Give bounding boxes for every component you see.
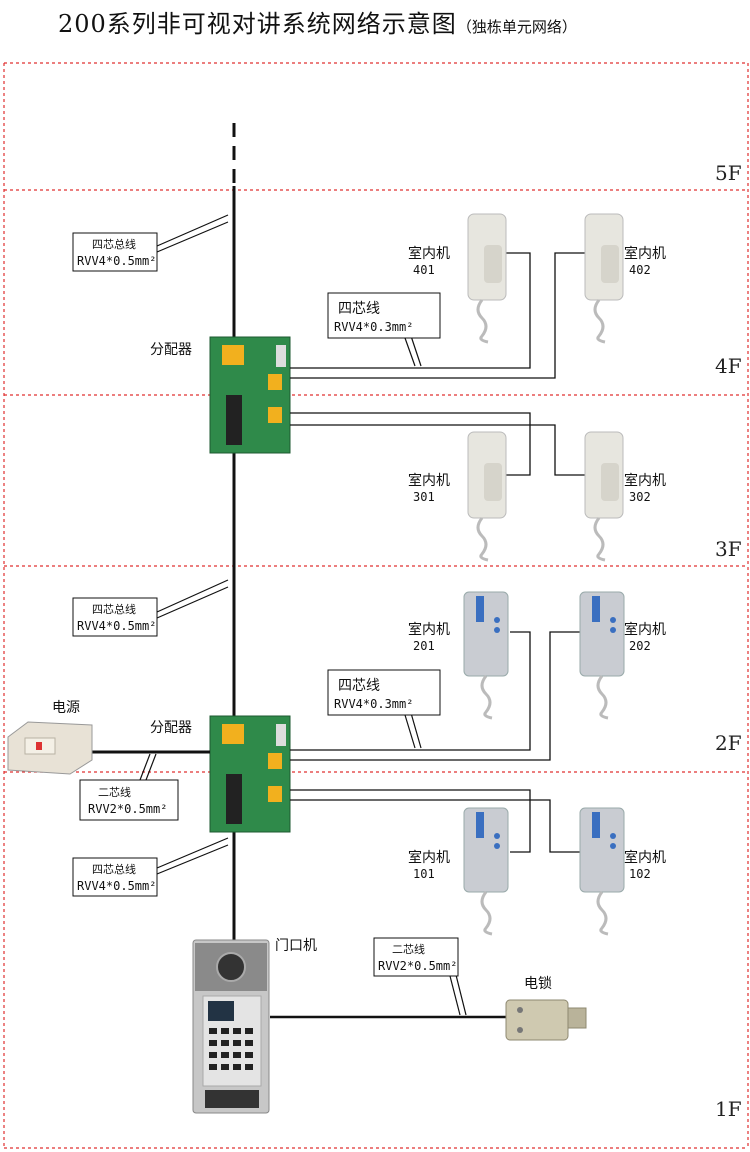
wire-302 [290, 424, 585, 476]
relay-4f-c [268, 407, 282, 423]
chip-4f [226, 395, 242, 445]
callout-power: 二芯线 RVV2*0.5mm² [79, 753, 179, 821]
floor-dividers [3, 62, 749, 1149]
handset-302 [584, 431, 624, 562]
unit-number-301: 301 [413, 490, 435, 504]
indoor-label-101: 室内机 [408, 849, 450, 866]
handset-202 [579, 591, 625, 720]
wire-402 [290, 252, 585, 379]
chip-2f [226, 774, 242, 824]
callout-lock: 二芯线 RVV2*0.5mm² [373, 937, 467, 1016]
bus-callout-name: 四芯总线 [92, 602, 136, 616]
indoor-label-401: 室内机 [408, 245, 450, 262]
floor-label-1f: 1F [715, 1097, 742, 1121]
callout-bus-3f: 四芯总线 RVV4*0.5mm² [72, 579, 229, 637]
wire-102 [290, 799, 580, 853]
bus-callout-spec: RVV4*0.5mm² [77, 619, 156, 633]
lock-label: 电锁 [524, 976, 552, 992]
relay-4f-a [222, 345, 244, 365]
bus-callout-spec: RVV4*0.5mm² [77, 879, 156, 893]
title-text: 200系列非可视对讲系统网络示意图 [58, 10, 457, 38]
distributor-label-4f: 分配器 [150, 342, 192, 358]
wire-101 [290, 789, 531, 853]
handset-401 [467, 213, 507, 344]
distributor-label-2f: 分配器 [150, 720, 192, 736]
callout-branch-2f: 四芯线 RVV4*0.3mm² [327, 669, 441, 749]
unit-number-402: 402 [629, 263, 651, 277]
relay-2f-b [268, 753, 282, 769]
two-core-callout-name: 二芯线 [392, 942, 425, 956]
handset-201 [463, 591, 509, 720]
subtitle-text: （独栋单元网络） [456, 18, 577, 36]
unit-number-202: 202 [629, 639, 651, 653]
floor-label-2f: 2F [715, 731, 742, 755]
branch-callout-spec: RVV4*0.3mm² [334, 697, 413, 711]
unit-number-101: 101 [413, 867, 435, 881]
indoor-label-102: 室内机 [624, 849, 666, 866]
bus-callout-spec: RVV4*0.5mm² [77, 254, 156, 268]
callout-bus-5f: 四芯总线 RVV4*0.5mm² [72, 214, 229, 272]
relay-2f-a [222, 724, 244, 744]
indoor-label-301: 室内机 [408, 472, 450, 489]
branch-callout-spec: RVV4*0.3mm² [334, 320, 413, 334]
handset-102 [579, 807, 625, 936]
handset-301 [467, 431, 507, 562]
diagram-title: 200系列非可视对讲系统网络示意图（独栋单元网络） [0, 4, 750, 39]
handset-101 [463, 807, 509, 936]
floor-label-4f: 4F [715, 354, 742, 378]
door-unit [192, 939, 270, 1114]
indoor-label-302: 室内机 [624, 472, 666, 489]
floor-label-3f: 3F [715, 537, 742, 561]
two-core-callout-name: 二芯线 [98, 785, 131, 799]
distributor-board-2f [209, 715, 291, 833]
unit-number-302: 302 [629, 490, 651, 504]
indoor-label-202: 室内机 [624, 621, 666, 638]
handset-402 [584, 213, 624, 344]
indoor-label-402: 室内机 [624, 245, 666, 262]
callout-branch-4f: 四芯线 RVV4*0.3mm² [327, 292, 441, 367]
wire-201 [290, 631, 531, 751]
bus-callout-name: 四芯总线 [92, 862, 136, 876]
two-core-callout-spec: RVV2*0.5mm² [88, 802, 167, 816]
wire-301 [290, 412, 531, 476]
wire-202 [290, 631, 580, 761]
door-unit-label: 门口机 [275, 938, 317, 954]
branch-wires [290, 252, 585, 853]
wire-401 [290, 252, 531, 369]
branch-callout-name: 四芯线 [338, 301, 380, 317]
relay-4f-b [268, 374, 282, 390]
relay-2f-c [268, 786, 282, 802]
unit-number-102: 102 [629, 867, 651, 881]
two-core-callout-spec: RVV2*0.5mm² [378, 959, 457, 973]
electric-lock [505, 999, 587, 1041]
branch-callout-name: 四芯线 [338, 678, 380, 694]
power-supply [7, 721, 93, 775]
callout-bus-1f: 四芯总线 RVV4*0.5mm² [72, 837, 229, 897]
unit-number-201: 201 [413, 639, 435, 653]
floor-label-5f: 5F [715, 161, 742, 185]
connector-4f [276, 345, 286, 367]
bus-callout-name: 四芯总线 [92, 237, 136, 251]
power-label: 电源 [52, 700, 80, 716]
distributor-board-4f [209, 336, 291, 454]
indoor-label-201: 室内机 [408, 621, 450, 638]
connector-2f [276, 724, 286, 746]
unit-number-401: 401 [413, 263, 435, 277]
